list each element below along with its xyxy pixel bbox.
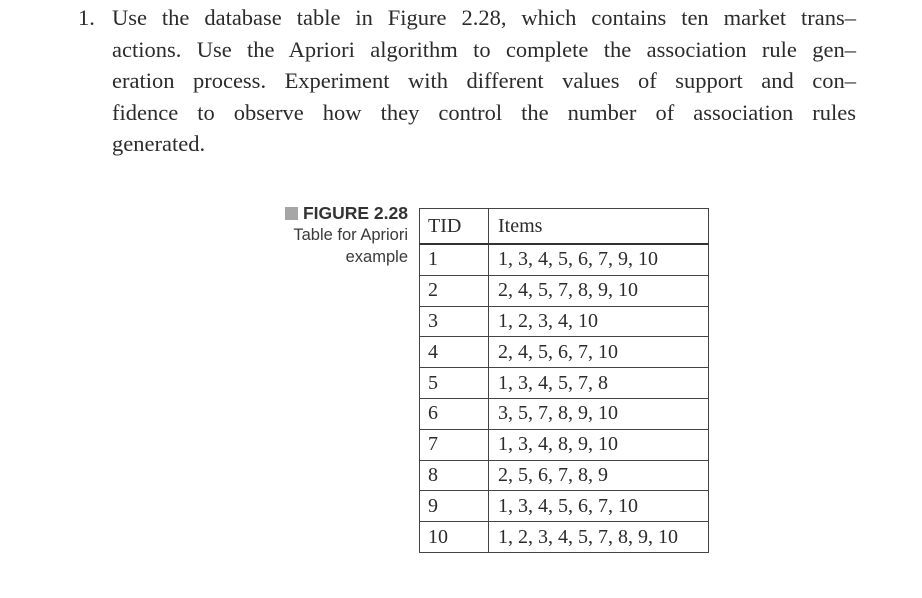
question-text-line: eration process. Experiment with differe…	[112, 68, 856, 93]
table-row: 8 2, 5, 6, 7, 8, 9	[419, 459, 709, 492]
table-row: 9 1, 3, 4, 5, 6, 7, 10	[419, 490, 709, 523]
figure-marker-icon	[284, 207, 298, 220]
items-cell: 1, 3, 4, 5, 6, 7, 10	[488, 490, 709, 523]
question-text-line: fidence to observe how they control the …	[112, 99, 856, 125]
question-number: 1.	[78, 5, 95, 30]
exercise-question: 1. Use the database table in Figure 2.28,…	[78, 2, 856, 160]
items-cell: 1, 2, 3, 4, 5, 7, 8, 9, 10	[488, 521, 709, 553]
question-text-line: actions. Use the Apriori algorithm to co…	[112, 36, 856, 62]
column-header-items: Items	[488, 208, 709, 245]
figure-label-row: FIGURE 2.28	[236, 203, 408, 224]
figure-caption-line: example	[345, 248, 408, 266]
tid-cell: 2	[419, 274, 489, 307]
tid-cell: 4	[419, 336, 489, 369]
tid-cell: 3	[419, 305, 489, 338]
question-line-1: 1. Use the database table in Figure 2.28,…	[78, 2, 856, 34]
tid-cell: 10	[419, 521, 489, 553]
column-header-tid: TID	[419, 208, 489, 245]
items-cell: 1, 3, 4, 8, 9, 10	[488, 428, 709, 461]
figure-label: FIGURE 2.28	[302, 203, 408, 223]
figure-caption-line: Table for Apriori	[293, 226, 408, 244]
table-row: 6 3, 5, 7, 8, 9, 10	[419, 397, 709, 430]
table-row: 7 1, 3, 4, 8, 9, 10	[419, 428, 709, 461]
figure-caption: FIGURE 2.28 Table for Apriori example	[236, 203, 408, 268]
table-row: 5 1, 3, 4, 5, 7, 8	[419, 367, 709, 399]
table-row: 3 1, 2, 3, 4, 10	[419, 305, 709, 338]
items-cell: 2, 4, 5, 7, 8, 9, 10	[488, 274, 709, 307]
tid-cell: 5	[419, 367, 489, 399]
tid-cell: 8	[419, 459, 489, 492]
table-header-row: TID Items	[419, 208, 709, 245]
table-row: 4 2, 4, 5, 6, 7, 10	[419, 336, 709, 369]
items-cell: 3, 5, 7, 8, 9, 10	[488, 397, 709, 430]
items-cell: 2, 4, 5, 6, 7, 10	[488, 336, 709, 369]
items-cell: 1, 3, 4, 5, 7, 8	[488, 367, 709, 399]
question-text-line: generated.	[112, 131, 206, 156]
table-row: 10 1, 2, 3, 4, 5, 7, 8, 9, 10	[419, 521, 709, 553]
transactions-table: TID Items 1 1, 3, 4, 5, 6, 7, 9, 10 2 2,…	[419, 208, 709, 553]
items-cell: 1, 3, 4, 5, 6, 7, 9, 10	[488, 243, 709, 276]
tid-cell: 7	[419, 428, 489, 461]
table-row: 2 2, 4, 5, 7, 8, 9, 10	[419, 274, 709, 307]
items-cell: 1, 2, 3, 4, 10	[488, 305, 709, 338]
items-cell: 2, 5, 6, 7, 8, 9	[488, 459, 709, 492]
tid-cell: 6	[419, 397, 489, 430]
tid-cell: 1	[419, 243, 489, 276]
table-row: 1 1, 3, 4, 5, 6, 7, 9, 10	[419, 243, 709, 276]
question-text-line: Use the database table in Figure 2.28, w…	[112, 5, 856, 30]
tid-cell: 9	[419, 490, 489, 523]
